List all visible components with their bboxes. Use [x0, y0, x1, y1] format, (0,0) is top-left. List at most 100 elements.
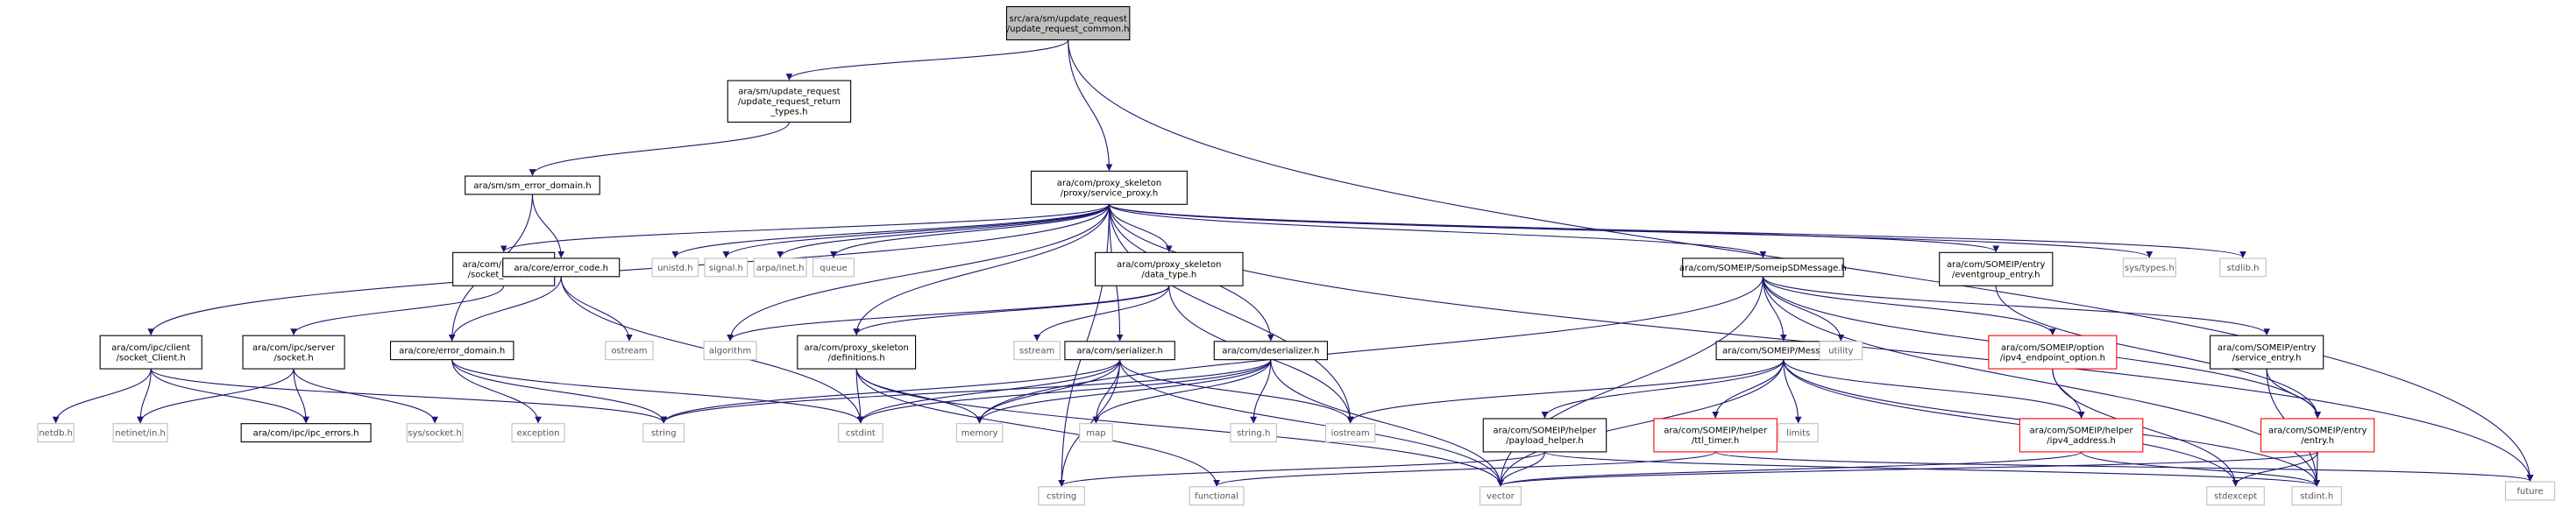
- node-box: [1013, 341, 1061, 361]
- node-box: [2219, 258, 2267, 278]
- edge-service_proxy-to-socket_server: [500, 203, 1110, 253]
- edge-deserializer-to-memory: [976, 359, 1272, 424]
- node-label: /proxy/service_proxy.h: [1061, 189, 1158, 199]
- node-data_type[interactable]: ara/com/proxy_skeleton/data_type.h: [1094, 251, 1244, 286]
- node-label: src/ara/sm/update_request: [1010, 14, 1127, 24]
- node-definitions[interactable]: ara/com/proxy_skeleton/definitions.h: [797, 335, 917, 370]
- edge-definitions-to-cstdint: [855, 369, 864, 424]
- node-error_domain[interactable]: ara/core/error_domain.h: [389, 341, 514, 361]
- node-box: [813, 258, 855, 278]
- node-label: /service_entry.h: [2232, 353, 2302, 363]
- node-utility: utility: [1819, 341, 1863, 361]
- edge-return_types-to-sm_error_domain: [529, 122, 790, 176]
- node-server_socket[interactable]: ara/com/ipc/server/socket.h: [242, 335, 345, 370]
- node-box: [704, 258, 749, 278]
- node-exception: exception: [511, 423, 565, 443]
- node-label: sys/types.h: [2125, 264, 2175, 273]
- node-someip_sd[interactable]: ara/com/SOMEIP/SomeipSDMessage.h: [1679, 258, 1847, 278]
- edge-socket_client-to-netinet_in: [137, 369, 152, 424]
- node-box: [2122, 258, 2176, 278]
- edge-error_code-to-ostream: [560, 276, 633, 342]
- edge-payload_helper-to-cstring: [1058, 451, 1546, 487]
- node-ipv4_address[interactable]: ara/com/SOMEIP/helper/ipv4_address.h: [2019, 418, 2144, 453]
- node-box: [1939, 251, 2054, 286]
- edge-ttl_timer-to-functional: [1213, 451, 1716, 487]
- edge-service_proxy-to-signal: [722, 204, 1110, 258]
- node-label: sstream: [1019, 347, 1054, 356]
- node-label: ara/com/SOMEIP/option: [2001, 343, 2104, 353]
- node-box: [2206, 486, 2265, 506]
- node-label: /socket_Client.h: [117, 353, 186, 363]
- node-label: /ipv4_address.h: [2047, 436, 2116, 446]
- edge-someip_sd-to-stdint_h: [1762, 276, 2321, 487]
- node-label: ara/com/SOMEIP/entry: [1947, 260, 2045, 270]
- edge-socket_client-to-string: [150, 368, 667, 424]
- node-return_types[interactable]: ara/sm/update_request/update_request_ret…: [727, 80, 852, 123]
- node-error_code[interactable]: ara/core/error_code.h: [502, 258, 621, 278]
- node-root[interactable]: src/ara/sm/update_request/update_request…: [1005, 6, 1131, 41]
- node-cstring: cstring: [1038, 486, 1085, 506]
- edge-serializer-to-iostream: [1119, 359, 1354, 424]
- edge-socket_client-to-ipc_errors: [150, 368, 309, 424]
- node-ipc_errors[interactable]: ara/com/ipc/ipc_errors.h: [240, 423, 372, 443]
- edge-root-to-service_proxy: [1068, 39, 1113, 172]
- node-service_entry[interactable]: ara/com/SOMEIP/entry/service_entry.h: [2209, 335, 2324, 370]
- node-label: /ipv4_endpoint_option.h: [2000, 353, 2105, 363]
- node-box: [797, 335, 917, 370]
- node-box: [1189, 486, 1245, 506]
- node-ttl_timer[interactable]: ara/com/SOMEIP/helper/ttl_timer.h: [1653, 418, 1778, 453]
- edge-service_proxy-to-unistd: [671, 204, 1110, 258]
- node-label: cstring: [1047, 492, 1076, 502]
- node-label: sys/socket.h: [408, 429, 462, 439]
- node-queue: queue: [813, 258, 855, 278]
- node-label: ara/sm/update_request: [738, 88, 840, 97]
- node-socket_client[interactable]: ara/com/ipc/client/socket_Client.h: [99, 335, 202, 370]
- node-label: cstdint: [846, 429, 876, 439]
- node-label: /definitions.h: [828, 353, 885, 363]
- edge-message-to-iostream: [1346, 359, 1785, 424]
- node-label: stdexcept: [2214, 492, 2257, 502]
- node-payload_helper[interactable]: ara/com/SOMEIP/helper/payload_helper.h: [1482, 418, 1607, 453]
- node-box: [753, 258, 807, 278]
- node-label: functional: [1195, 492, 1238, 502]
- node-service_proxy[interactable]: ara/com/proxy_skeleton/proxy/service_pro…: [1030, 170, 1188, 205]
- node-deserializer[interactable]: ara/com/deserializer.h: [1213, 341, 1328, 361]
- node-box: [2019, 418, 2144, 453]
- node-sm_error_domain[interactable]: ara/sm/sm_error_domain.h: [465, 175, 600, 195]
- edge-error_code-to-error_domain: [448, 276, 562, 342]
- node-label: /update_request_return: [738, 97, 841, 107]
- node-label: ostream: [611, 347, 647, 356]
- node-box: [1064, 341, 1175, 361]
- node-limits: limits: [1778, 423, 1819, 443]
- edge-data_type-to-definitions: [853, 286, 1170, 335]
- node-label: ara/com/SOMEIP/helper: [1494, 427, 1598, 436]
- node-label: ara/com/ipc/server: [252, 343, 336, 353]
- node-serializer[interactable]: ara/com/serializer.h: [1064, 341, 1175, 361]
- node-ipv4_endpoint[interactable]: ara/com/SOMEIP/option/ipv4_endpoint_opti…: [1988, 335, 2118, 370]
- node-label: ara/com/serializer.h: [1076, 347, 1163, 356]
- edge-serializer-to-memory: [976, 359, 1121, 424]
- node-label: algorithm: [709, 347, 751, 356]
- node-box: [2291, 486, 2342, 506]
- edge-someip_sd-to-service_entry: [1762, 276, 2270, 335]
- edge-service_proxy-to-queue: [830, 204, 1110, 258]
- node-label: memory: [962, 429, 998, 439]
- node-label: ara/com/proxy_skeleton: [1057, 179, 1161, 188]
- node-label: signal.h: [709, 264, 743, 273]
- node-box: [642, 423, 685, 443]
- node-map: map: [1079, 423, 1113, 443]
- node-box: [1005, 6, 1131, 41]
- node-label: stdint.h: [2300, 492, 2333, 502]
- node-label: /entry.h: [2301, 436, 2334, 446]
- node-box: [1213, 341, 1328, 361]
- node-eventgroup_entry[interactable]: ara/com/SOMEIP/entry/eventgroup_entry.h: [1939, 251, 2054, 286]
- node-label: /update_request_common.h: [1007, 25, 1130, 34]
- edge-socket_server-to-server_socket: [290, 286, 505, 335]
- node-label: netinet/in.h: [115, 429, 166, 439]
- edge-service_proxy-to-definitions: [853, 204, 1110, 335]
- node-box: [1653, 418, 1778, 453]
- node-label: ara/com/SOMEIP/SomeipSDMessage.h: [1679, 264, 1847, 273]
- node-sstream: sstream: [1013, 341, 1061, 361]
- edge-socket_client-to-netdb: [52, 369, 152, 424]
- node-entry[interactable]: ara/com/SOMEIP/entry/entry.h: [2260, 418, 2375, 453]
